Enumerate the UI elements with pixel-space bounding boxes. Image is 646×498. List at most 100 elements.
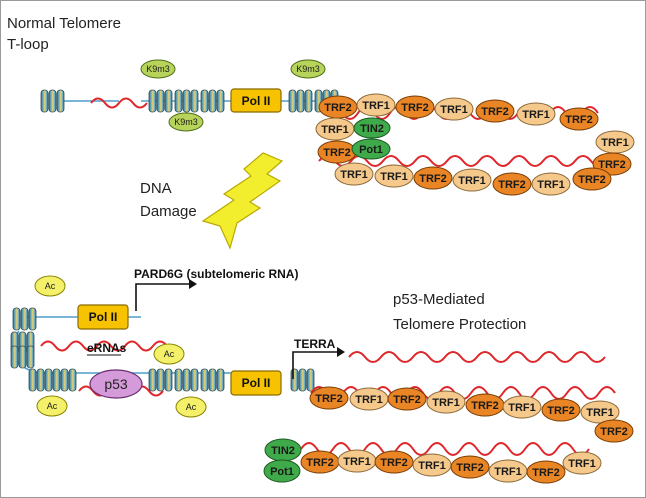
upper-nucleosome-3 (174, 89, 199, 113)
lower-nucleosomes (10, 307, 315, 392)
svg-text:TRF1: TRF1 (458, 175, 486, 187)
lower-nucleosome-1 (12, 307, 37, 331)
svg-text:TRF1: TRF1 (355, 394, 383, 406)
ac-mark-3: Ac (36, 395, 68, 417)
upper-nucleosome-4 (200, 89, 225, 113)
svg-text:TRF2: TRF2 (598, 159, 626, 171)
tloop-left-2-trf2: TRF2 (317, 140, 357, 164)
svg-text:TRF2: TRF2 (600, 426, 628, 438)
svg-text:TRF2: TRF2 (532, 467, 560, 479)
terra-label: TERRA (294, 337, 336, 351)
svg-text:Ac: Ac (47, 401, 58, 411)
tin2-upper: TIN2 (353, 117, 391, 139)
svg-text:TRF1: TRF1 (321, 124, 349, 136)
svg-text:TRF1: TRF1 (340, 169, 368, 181)
svg-text:Ac: Ac (186, 402, 197, 412)
tloop-top-3-trf2: TRF2 (395, 95, 435, 119)
pot1-upper: Pot1 (351, 138, 391, 160)
svg-text:TRF2: TRF2 (401, 102, 429, 114)
telomere-top-1-trf2: TRF2 (309, 386, 349, 410)
title-line-1: Normal Telomere (7, 15, 121, 32)
k9me3-mark-1: K9m3 (140, 59, 176, 79)
svg-text:TRF2: TRF2 (323, 147, 351, 159)
svg-text:TRF1: TRF1 (418, 460, 446, 472)
svg-text:Ac: Ac (45, 281, 56, 291)
dna-damage-line-1: DNA (140, 180, 172, 197)
telomere-bottom-6-trf1: TRF1 (488, 459, 528, 483)
ac-mark-1: Ac (34, 275, 66, 297)
tloop-bottom-7-trf2: TRF2 (572, 167, 612, 191)
telomere-bottom-4-trf1: TRF1 (412, 453, 452, 477)
svg-text:Pot1: Pot1 (270, 466, 294, 478)
lower-nucleosome-8 (200, 368, 225, 392)
telomere-bottom-3-trf2: TRF2 (374, 450, 414, 474)
svg-text:TRF2: TRF2 (315, 393, 343, 405)
lightning-bolt-icon (201, 152, 284, 250)
svg-text:TRF2: TRF2 (547, 405, 575, 417)
svg-text:TRF2: TRF2 (380, 457, 408, 469)
svg-text:K9m3: K9m3 (296, 64, 320, 74)
tloop-top-2-trf1: TRF1 (356, 93, 396, 117)
upper-nucleosomes (40, 89, 339, 113)
k9me3-mark-2: K9m3 (168, 112, 204, 132)
tloop-bottom-4-trf1: TRF1 (452, 168, 492, 192)
k9me3-mark-3: K9m3 (290, 59, 326, 79)
svg-text:TIN2: TIN2 (271, 445, 295, 457)
svg-text:TRF1: TRF1 (537, 179, 565, 191)
svg-text:TRF1: TRF1 (494, 466, 522, 478)
upper-rna-wave (90, 97, 148, 109)
svg-text:TRF2: TRF2 (578, 174, 606, 186)
pard6g-arrow-head (189, 279, 197, 289)
enhancer-dna-line (12, 330, 241, 374)
svg-text:Pol II: Pol II (89, 310, 118, 324)
lower-nucleosome-4 (28, 368, 53, 392)
tloop-bottom-5-trf2: TRF2 (492, 172, 532, 196)
tloop-top-6-trf1: TRF1 (516, 102, 556, 126)
svg-text:TRF1: TRF1 (568, 458, 596, 470)
terra-rna-wave (348, 351, 606, 363)
terra-arrow-head (337, 347, 345, 357)
tloop-rna-bottom (318, 155, 624, 167)
title-line-2: T-loop (7, 36, 49, 53)
upper-nucleosome-5 (288, 89, 313, 113)
telomere-top-8-trf1: TRF1 (580, 400, 620, 424)
pard6g-arrow (135, 283, 189, 311)
tloop-top-7-trf2: TRF2 (559, 107, 599, 131)
svg-text:TRF1: TRF1 (508, 402, 536, 414)
svg-text:Pol II: Pol II (242, 94, 271, 108)
svg-text:TIN2: TIN2 (360, 123, 384, 135)
svg-text:TRF1: TRF1 (432, 397, 460, 409)
lower-nucleosome-9 (290, 368, 315, 392)
p53-protection-line-2: Telomere Protection (393, 316, 526, 333)
pol2-box-terra: Pol II (230, 370, 282, 396)
telomere-top-2-trf1: TRF1 (349, 387, 389, 411)
telomere-bottom-5-trf2: TRF2 (450, 455, 490, 479)
svg-text:p53: p53 (104, 376, 128, 392)
svg-text:TRF1: TRF1 (362, 100, 390, 112)
svg-text:TRF2: TRF2 (306, 457, 334, 469)
telomere-bottom-1-trf2: TRF2 (300, 450, 340, 474)
tloop-bottom-1-trf1: TRF1 (334, 162, 374, 186)
svg-text:TRF1: TRF1 (586, 407, 614, 419)
p53-protection-line-1: p53-Mediated (393, 291, 485, 308)
tloop-bottom-6-trf1: TRF1 (531, 172, 571, 196)
svg-text:TRF2: TRF2 (419, 173, 447, 185)
svg-text:TRF2: TRF2 (498, 179, 526, 191)
svg-text:TRF1: TRF1 (601, 137, 629, 149)
telomere-bottom-8-trf1: TRF1 (562, 451, 602, 475)
svg-text:TRF2: TRF2 (324, 102, 352, 114)
svg-text:TRF1: TRF1 (343, 456, 371, 468)
svg-text:TRF2: TRF2 (565, 114, 593, 126)
tloop-top-1-trf2: TRF2 (318, 95, 358, 119)
svg-text:TRF2: TRF2 (393, 394, 421, 406)
telomere-bottom-7-trf2: TRF2 (526, 460, 566, 484)
telomere-top-7-trf2: TRF2 (541, 398, 581, 422)
telomere-top-5-trf2: TRF2 (465, 393, 505, 417)
svg-text:TRF1: TRF1 (522, 109, 550, 121)
tin2-lower: TIN2 (264, 438, 302, 462)
telomere-top-4-trf1: TRF1 (426, 390, 466, 414)
ac-mark-2: Ac (153, 343, 185, 365)
svg-text:Ac: Ac (164, 349, 175, 359)
